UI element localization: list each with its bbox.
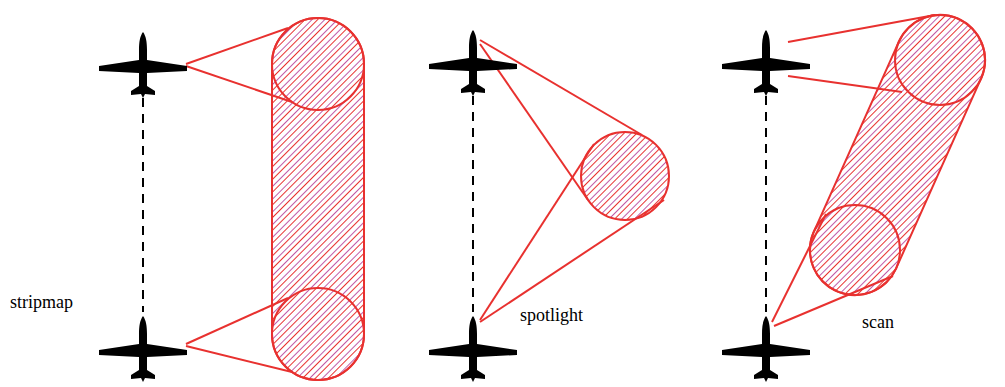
airplane — [722, 30, 810, 96]
airplane — [429, 316, 517, 382]
beam-footprint — [272, 288, 364, 380]
beam-line — [480, 40, 642, 135]
beam-line — [480, 144, 594, 320]
flight-path — [765, 96, 767, 312]
mode-label: scan — [860, 312, 896, 334]
beam-line — [186, 66, 292, 102]
mode-label: stripmap — [8, 292, 75, 314]
mode-label: spotlight — [518, 305, 585, 327]
beam-line — [480, 200, 664, 322]
beam-line — [186, 346, 292, 372]
scan-panel — [722, 15, 985, 382]
spotlight-panel — [429, 30, 669, 382]
beam-line — [186, 298, 288, 344]
beam-line — [788, 76, 902, 92]
beam-footprint — [895, 15, 985, 105]
beam-line — [788, 15, 935, 42]
flight-path — [142, 98, 144, 312]
airplane — [722, 316, 810, 382]
footprint-swath — [810, 15, 985, 295]
beam-line — [772, 214, 826, 322]
stripmap-panel — [99, 18, 364, 382]
flight-path — [472, 96, 474, 312]
airplane — [429, 30, 517, 96]
airplane — [99, 32, 187, 98]
beam-footprint — [272, 18, 364, 110]
footprint-swath — [272, 18, 364, 380]
airplane — [99, 316, 187, 382]
beam-line — [186, 28, 288, 64]
